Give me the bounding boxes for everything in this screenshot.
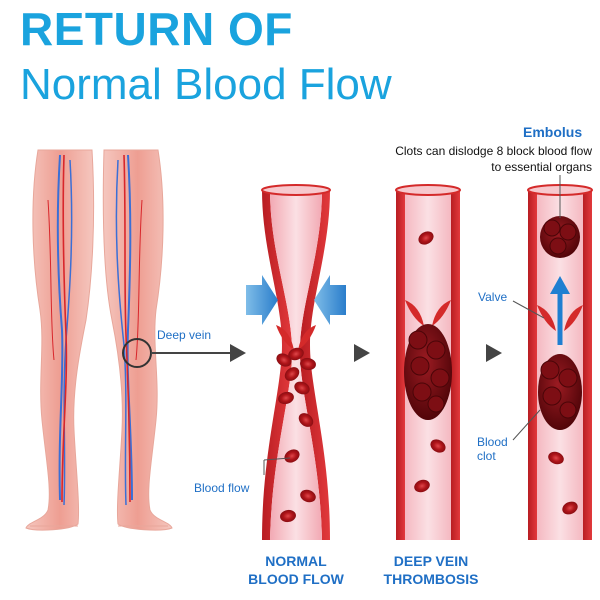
- caption-normal-line2: BLOOD FLOW: [248, 571, 344, 587]
- deep-vein-label: Deep vein: [157, 328, 212, 342]
- compression-arrow-icon: [246, 275, 278, 325]
- blood-clot-label-line1: Blood: [477, 435, 508, 449]
- blood-clot-label-line2: clot: [477, 449, 496, 463]
- title-line-1: RETURN OF: [20, 3, 293, 55]
- flow-up-arrow-icon: [550, 276, 570, 294]
- caption-dvt-line2: THROMBOSIS: [383, 571, 479, 587]
- red-blood-cells: [276, 231, 578, 523]
- embolus-title: Embolus: [523, 124, 583, 140]
- blood-clot-label: Blood clot: [477, 435, 508, 463]
- caption-dvt-line1: DEEP VEIN: [393, 553, 469, 569]
- compression-arrow-icon: [314, 275, 346, 325]
- caption-deep-vein-thrombosis: DEEP VEIN THROMBOSIS: [374, 552, 488, 588]
- step-arrow-icon: [486, 344, 502, 362]
- legs-illustration: [25, 149, 173, 531]
- caption-normal-line1: NORMAL: [265, 553, 327, 569]
- title-line-2: Normal Blood Flow: [20, 60, 392, 109]
- valve-label: Valve: [478, 290, 508, 304]
- clot-embolus-upper: [540, 216, 580, 258]
- clot-dvt: [404, 324, 452, 420]
- vessel-normal: [246, 184, 346, 540]
- leader-lines: [263, 175, 561, 475]
- embolus-description: Clots can dislodge 8 block blood flow to…: [395, 144, 592, 174]
- blood-flow-label: Blood flow: [194, 481, 250, 495]
- step-arrow-icon: [151, 344, 246, 362]
- step-arrow-icon: [354, 344, 370, 362]
- clot-embolus-lower: [538, 354, 582, 430]
- caption-normal-blood-flow: NORMAL BLOOD FLOW: [240, 552, 352, 588]
